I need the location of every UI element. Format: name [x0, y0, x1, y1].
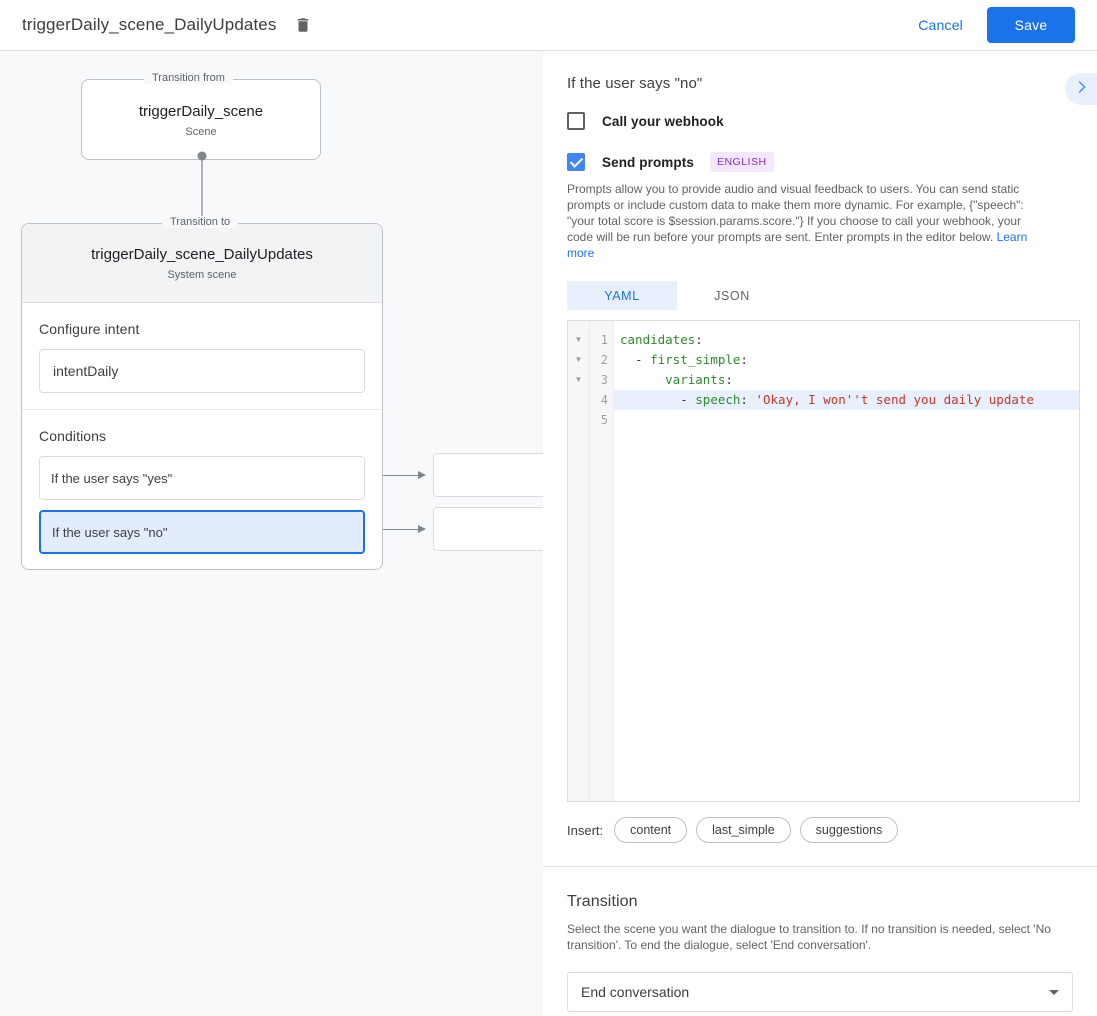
insert-chip-content[interactable]: content — [614, 817, 688, 843]
transition-select-value: End conversation — [581, 984, 690, 1000]
code-key: first_simple — [650, 352, 741, 367]
editor-code-area[interactable]: candidates: - first_simple: variants: - … — [614, 321, 1079, 801]
code-indent: - — [620, 392, 696, 407]
conditions-section: Conditions If the user says "yes" If the… — [22, 409, 382, 580]
trash-icon — [294, 16, 312, 34]
section-divider — [543, 866, 1097, 867]
call-webhook-checkbox[interactable] — [567, 112, 585, 130]
cancel-button[interactable]: Cancel — [908, 9, 973, 41]
chevron-down-icon — [1049, 989, 1059, 995]
fold-marker[interactable]: ▼ — [574, 375, 583, 384]
transition-to-header[interactable]: triggerDaily_scene_DailyUpdates System s… — [22, 224, 382, 303]
line-number: 4 — [600, 393, 608, 407]
condition-label: If the user says "no" — [52, 524, 168, 540]
collapse-panel-button[interactable] — [1065, 73, 1097, 105]
code-punc: : — [695, 332, 703, 347]
target-node-stub-no[interactable] — [433, 507, 543, 551]
editor-format-tabs: YAML JSON — [567, 281, 1097, 310]
prompt-code-editor[interactable]: ▼ ▼ ▼ 1 2 3 4 5 candidates: - first_simp… — [567, 320, 1080, 802]
condition-item-no[interactable]: If the user says "no" — [39, 510, 365, 554]
intent-field[interactable]: intentDaily — [39, 349, 365, 393]
line-number: 3 — [600, 373, 608, 387]
insert-chips-row: Insert: content last_simple suggestions — [567, 817, 1097, 843]
prompts-helper-text: Prompts allow you to provide audio and v… — [543, 181, 1058, 261]
prompts-helper-body: Prompts allow you to provide audio and v… — [567, 182, 1024, 244]
page-title: triggerDaily_scene_DailyUpdates — [22, 15, 277, 34]
transition-description: Select the scene you want the dialogue t… — [567, 922, 1051, 952]
fold-marker[interactable]: ▼ — [574, 335, 583, 344]
code-indent — [620, 372, 665, 387]
configure-intent-label: Configure intent — [39, 321, 140, 337]
delete-button[interactable] — [290, 12, 316, 38]
code-line[interactable]: candidates: — [614, 330, 1079, 350]
code-line[interactable]: - first_simple: — [614, 350, 1079, 370]
transition-to-title: triggerDaily_scene_DailyUpdates — [91, 246, 313, 263]
learn-more-link[interactable]: Learn more — [567, 230, 1028, 260]
conditions-label: Conditions — [39, 428, 107, 444]
details-panel: If the user says "no" Call your webhook … — [543, 51, 1097, 1016]
top-app-bar: triggerDaily_scene_DailyUpdates Cancel S… — [0, 0, 1097, 51]
webhook-row[interactable]: Call your webhook — [543, 112, 1097, 130]
code-punc: : — [740, 352, 748, 367]
transition-from-subtitle: Scene — [185, 125, 217, 138]
insert-label: Insert: — [567, 822, 604, 838]
save-button[interactable]: Save — [987, 7, 1075, 43]
line-number: 5 — [600, 413, 608, 427]
transition-to-subtitle: System scene — [167, 269, 237, 281]
code-value: 'Okay, I won''t send you daily update — [755, 392, 1034, 407]
tab-yaml[interactable]: YAML — [567, 281, 677, 310]
fold-marker[interactable]: ▼ — [574, 355, 583, 364]
transition-title: Transition — [567, 893, 638, 910]
insert-chip-suggestions[interactable]: suggestions — [799, 817, 899, 843]
transition-to-legend: Transition to — [162, 216, 239, 228]
insert-chip-last-simple[interactable]: last_simple — [696, 817, 791, 843]
editor-fold-gutter[interactable]: ▼ ▼ ▼ — [568, 321, 590, 801]
line-number: 1 — [600, 333, 608, 347]
flow-canvas[interactable]: Transition from triggerDaily_scene Scene… — [0, 51, 543, 1016]
code-punc: : — [725, 372, 733, 387]
code-punc: : — [740, 392, 756, 407]
target-node-stub-yes[interactable] — [433, 453, 543, 497]
line-number: 2 — [600, 353, 608, 367]
fold-marker — [568, 410, 589, 430]
code-key: variants — [665, 372, 726, 387]
transition-from-node[interactable]: Transition from triggerDaily_scene Scene — [81, 72, 321, 160]
send-prompts-row[interactable]: Send prompts ENGLISH — [543, 152, 1097, 172]
condition-label: If the user says "yes" — [51, 470, 173, 486]
call-webhook-label: Call your webhook — [602, 113, 724, 129]
code-key: speech — [695, 392, 741, 407]
panel-header: If the user says "no" — [543, 51, 1097, 105]
condition-item-yes[interactable]: If the user says "yes" — [39, 456, 365, 500]
fold-marker — [568, 390, 589, 410]
code-line[interactable]: - speech: 'Okay, I won''t send you daily… — [614, 390, 1079, 410]
chevron-right-icon — [1073, 79, 1089, 100]
language-badge: ENGLISH — [709, 152, 774, 172]
configure-intent-section: Configure intent intentDaily — [22, 303, 382, 409]
transition-from-title: triggerDaily_scene — [138, 102, 264, 120]
transition-section: Transition Select the scene you want the… — [543, 867, 1097, 1012]
code-key: candidates — [620, 332, 696, 347]
code-line[interactable] — [614, 410, 1079, 430]
send-prompts-checkbox[interactable] — [567, 153, 585, 171]
transition-to-card: Transition to triggerDaily_scene_DailyUp… — [21, 216, 383, 570]
send-prompts-label: Send prompts — [602, 154, 694, 170]
editor-line-numbers: 1 2 3 4 5 — [590, 321, 614, 801]
code-line[interactable]: variants: — [614, 370, 1079, 390]
tab-json[interactable]: JSON — [714, 288, 750, 303]
intent-value: intentDaily — [53, 363, 119, 379]
panel-title: If the user says "no" — [567, 75, 703, 92]
transition-from-legend: Transition from — [144, 72, 233, 84]
transition-select[interactable]: End conversation — [567, 972, 1073, 1012]
code-indent: - — [620, 352, 651, 367]
